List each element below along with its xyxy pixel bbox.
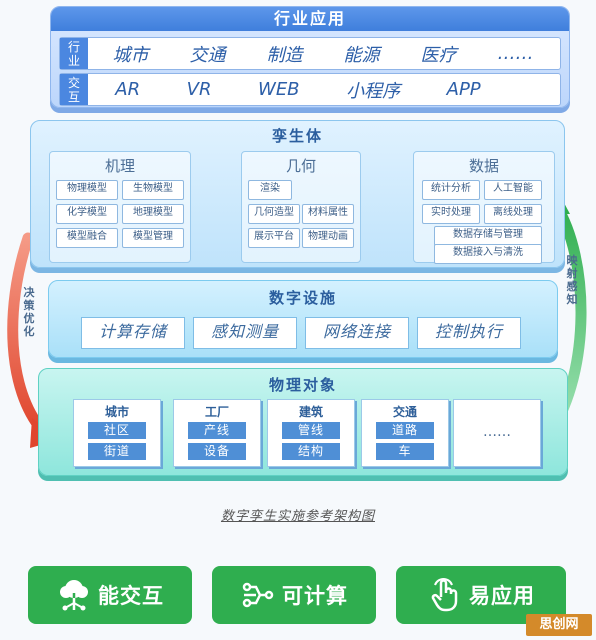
industry-row-label: 行业 <box>60 38 88 69</box>
physical-card-city: 城市 社区 街道 <box>73 399 161 467</box>
circuit-icon <box>242 582 274 608</box>
industry-application-layer: 行业应用 行业 城市 交通 制造 能源 医疗 …… 交互 AR VR WEB 小… <box>50 6 570 108</box>
mechanism-chip: 地理模型 <box>122 204 184 224</box>
data-chip: 统计分析 <box>422 180 480 200</box>
physical-card-title: 建筑 <box>298 405 323 419</box>
mechanism-chip: 生物模型 <box>122 180 184 200</box>
infra-layer-title: 数字设施 <box>268 289 337 307</box>
physical-tag: 管线 <box>282 422 340 439</box>
infra-item: 计算存储 <box>81 317 185 349</box>
interactive-label: 能交互 <box>98 584 164 608</box>
mechanism-group: 机理 物理模型 生物模型 化学模型 地理模型 模型融合 模型管理 <box>49 151 191 263</box>
interaction-row-label: 交互 <box>60 74 88 105</box>
industry-layer-title: 行业应用 <box>51 7 569 31</box>
interaction-item: APP <box>446 79 481 100</box>
industry-item: 交通 <box>189 44 226 66</box>
interaction-row: 交互 AR VR WEB 小程序 APP <box>59 73 561 106</box>
physical-tag: 街道 <box>88 443 146 460</box>
mechanism-chip: 物理模型 <box>56 180 118 200</box>
geometry-chip: 展示平台 <box>248 228 300 248</box>
interaction-item: WEB <box>258 79 300 100</box>
physical-card-more: …… <box>453 399 541 467</box>
mechanism-chip: 模型管理 <box>122 228 184 248</box>
diagram-caption: 数字孪生实施参考架构图 <box>220 509 375 524</box>
industry-item: 制造 <box>266 44 303 66</box>
geometry-title: 几何 <box>285 157 316 175</box>
data-title: 数据 <box>468 157 499 175</box>
geometry-chip: 渲染 <box>248 180 292 200</box>
industry-item: 能源 <box>343 44 380 66</box>
watermark-logo: 思创网 <box>526 614 592 636</box>
physical-layer-title: 物理对象 <box>268 376 337 394</box>
digital-infrastructure-layer: 数字设施 计算存储 感知测量 网络连接 控制执行 <box>48 280 558 358</box>
data-chip: 数据接入与清洗 <box>434 244 542 264</box>
interaction-item: AR <box>115 79 141 100</box>
infra-item: 感知测量 <box>193 317 297 349</box>
physical-tag: 设备 <box>188 443 246 460</box>
industry-item: …… <box>497 43 534 64</box>
physical-object-layer: 物理对象 城市 社区 街道 工厂 产线 设备 建筑 管线 结构 交通 道路 车 … <box>38 368 568 476</box>
mechanism-title: 机理 <box>104 157 135 175</box>
physical-tag: 社区 <box>88 422 146 439</box>
data-group: 数据 统计分析 人工智能 实时处理 离线处理 数据存储与管理 数据接入与清洗 <box>413 151 555 264</box>
data-chip: 人工智能 <box>484 180 542 200</box>
digital-twin-layer: 孪生体 机理 物理模型 生物模型 化学模型 地理模型 模型融合 模型管理 几何 … <box>30 120 565 268</box>
easy-application-label: 易应用 <box>469 584 535 608</box>
physical-card-traffic: 交通 道路 车 <box>361 399 449 467</box>
data-chip: 离线处理 <box>484 204 542 224</box>
geometry-group: 几何 渲染 几何造型 材料属性 展示平台 物理动画 <box>241 151 361 263</box>
data-chip: 数据存储与管理 <box>434 226 542 246</box>
physical-tag: 结构 <box>282 443 340 460</box>
mapping-perception-label: 映射感知 <box>566 254 578 306</box>
tree-network-icon <box>60 580 88 611</box>
industry-item: 城市 <box>112 44 149 66</box>
physical-card-title: 工厂 <box>204 405 229 419</box>
geometry-chip: 几何造型 <box>248 204 300 224</box>
computable-label: 可计算 <box>282 584 348 608</box>
interaction-item: 小程序 <box>346 80 401 102</box>
industry-row: 行业 城市 交通 制造 能源 医疗 …… <box>59 37 561 70</box>
physical-tag: 产线 <box>188 422 246 439</box>
physical-tag: 车 <box>376 443 434 460</box>
mechanism-chip: 化学模型 <box>56 204 118 224</box>
geometry-chip: 材料属性 <box>302 204 354 224</box>
twin-layer-title: 孪生体 <box>271 127 323 145</box>
physical-more: …… <box>483 424 511 440</box>
interactive-button[interactable]: 能交互 <box>28 566 192 624</box>
physical-card-title: 城市 <box>104 405 129 419</box>
infra-item: 控制执行 <box>417 317 521 349</box>
geometry-chip: 物理动画 <box>302 228 354 248</box>
mechanism-chip: 模型融合 <box>56 228 118 248</box>
physical-card-building: 建筑 管线 结构 <box>267 399 355 467</box>
industry-item: 医疗 <box>420 44 457 66</box>
hand-pointer-icon <box>431 578 458 612</box>
computable-button[interactable]: 可计算 <box>212 566 376 624</box>
physical-card-title: 交通 <box>392 405 417 419</box>
physical-card-factory: 工厂 产线 设备 <box>173 399 261 467</box>
interaction-item: VR <box>186 79 212 100</box>
physical-tag: 道路 <box>376 422 434 439</box>
decision-optimization-label: 决策优化 <box>23 286 35 338</box>
decision-optimization-arrow <box>7 232 48 436</box>
data-chip: 实时处理 <box>422 204 480 224</box>
infra-item: 网络连接 <box>305 317 409 349</box>
